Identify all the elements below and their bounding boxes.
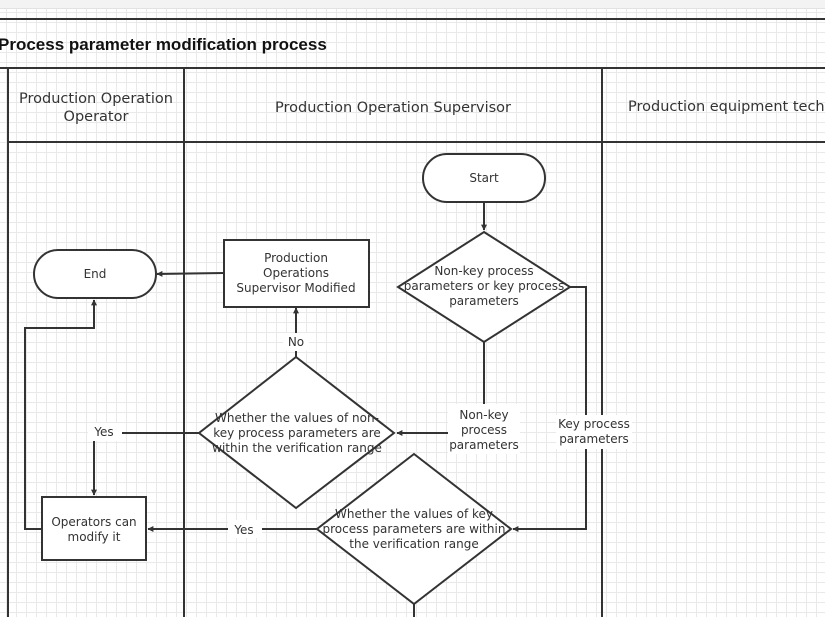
lane-header-supervisor: Production Operation Supervisor [275, 100, 511, 116]
text-line: Operator [64, 109, 129, 125]
text-line: the verification range [349, 537, 478, 551]
svg-text:No: No [288, 335, 304, 349]
text-line: modify it [68, 530, 121, 544]
text-line: Yes [93, 425, 113, 439]
text-line: Supervisor Modified [236, 281, 355, 295]
text-line: Production Operation [19, 91, 173, 107]
text-line: parameters or key process [404, 279, 564, 293]
top-toolbar-strip [0, 0, 825, 9]
edge-key-to-key-check [512, 286, 587, 532]
text-line: Whether the values of non- [215, 411, 379, 425]
text-line: Start [469, 171, 499, 185]
swimlane-pool [0, 18, 825, 617]
text-line: Yes [233, 523, 253, 537]
edge-label-yes-nonkey: Yes [88, 423, 122, 441]
edge-supervisor-modified-to-end [156, 270, 225, 277]
svg-text:Yes: Yes [233, 523, 253, 537]
text-line: parameters [449, 438, 519, 452]
svg-text:Whether the values of non-key: Whether the values of non-key process pa… [212, 411, 382, 455]
nonkey-range-decision-node: Whether the values of non-key process pa… [197, 355, 396, 510]
text-line: parameters [449, 294, 519, 308]
text-line: Production equipment tech [628, 99, 825, 115]
start-node: Start [422, 153, 546, 203]
text-line: Operators can [51, 515, 136, 529]
text-line: key process parameters are [213, 426, 381, 440]
end-node: End [33, 249, 157, 299]
text-line: Key process [558, 417, 630, 431]
text-line: Whether the values of key [335, 507, 493, 521]
text-line: Production Operation Supervisor [275, 100, 511, 116]
svg-text:End: End [84, 267, 107, 281]
text-line: process [461, 423, 507, 437]
text-line: Non-key [459, 408, 508, 422]
text-line: Operations [263, 266, 329, 280]
svg-text:Yes: Yes [93, 425, 113, 439]
text-line: within the verification range [212, 441, 382, 455]
diagram-title: Process parameter modification process [0, 35, 327, 54]
lane-header-equipment: Production equipment tech [628, 99, 825, 115]
text-line: End [84, 267, 107, 281]
edge-label-no: No [283, 333, 309, 351]
svg-text:Start: Start [469, 171, 499, 185]
text-line: process parameters are within [323, 522, 506, 536]
edge-label-yes-key: Yes [228, 520, 262, 538]
text-line: Production [264, 251, 328, 265]
edge-operators-to-end [24, 299, 97, 530]
text-line: No [288, 335, 304, 349]
text-line: parameters [559, 432, 629, 446]
text-line: Non-key process [434, 264, 533, 278]
